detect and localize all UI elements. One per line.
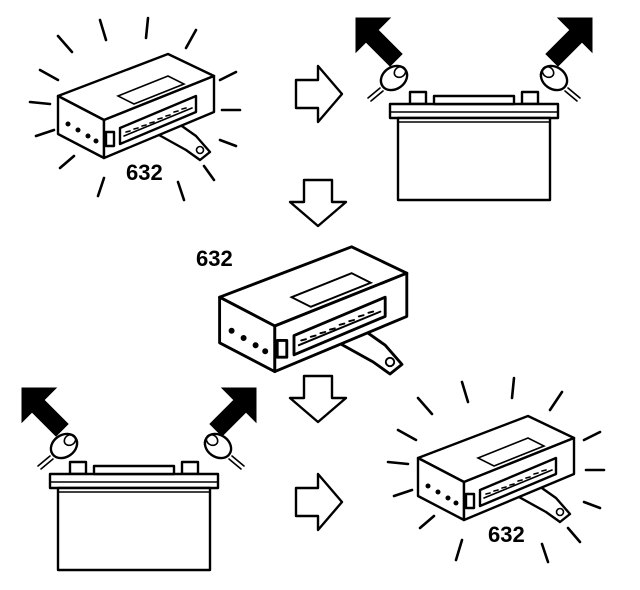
battery-disconnected-top [355,17,593,202]
flow-arrow-icon [288,178,348,228]
cable-clamp-icon [366,59,413,103]
removal-arrow-icon [355,17,403,67]
flow-arrow-icon [288,374,348,424]
part-number-label: 632 [126,160,163,185]
part-number-label: 632 [196,246,233,271]
removal-arrow-icon [21,387,69,437]
module-active-bottom: 632 [386,376,606,564]
module-active-top: 632 [28,16,242,202]
control-module-icon [416,414,576,524]
control-module-icon [56,52,216,162]
battery-disconnected-bottom [21,387,257,572]
flow-arrow-icon [294,64,344,124]
cable-clamp-icon [535,59,582,103]
glow-rays-bottom [386,376,606,564]
module-center: 632 [196,245,409,376]
glow-rays-top [28,16,242,202]
battery-icon [48,460,220,572]
flow-arrow-icon [294,472,344,532]
battery-icon [388,90,560,202]
removal-arrow-icon [209,387,257,437]
removal-arrow-icon [545,17,593,67]
part-number-label: 632 [488,522,525,547]
control-module-icon [218,245,409,376]
